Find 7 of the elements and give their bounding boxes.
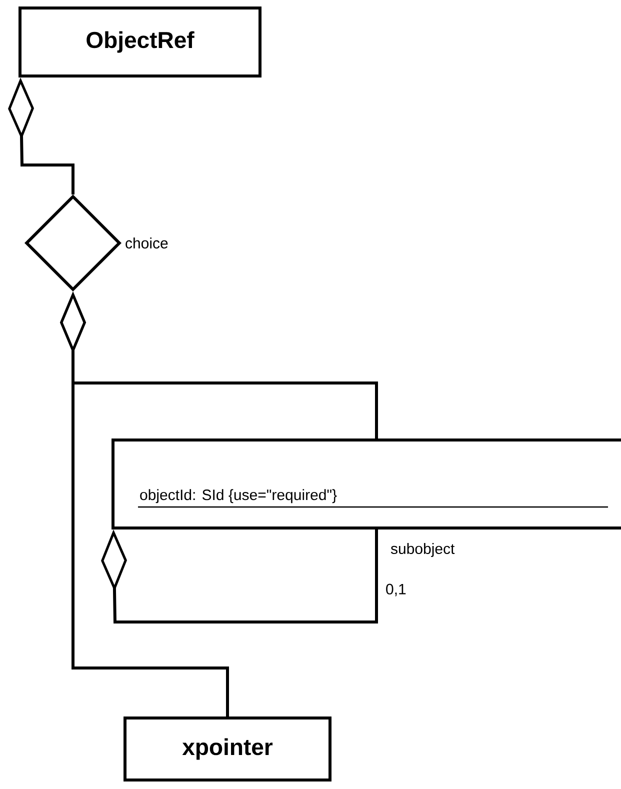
aggregation-line — [101, 530, 378, 624]
multiplicity-label: 0,1 — [386, 584, 406, 596]
class-box: objectId: SId {use="required"} — [112, 438, 621, 530]
class-box: xpointer — [124, 716, 332, 782]
class-box: ObjectRef — [18, 6, 262, 78]
diamond-label: choice — [126, 238, 168, 248]
edge-label: subobject — [390, 542, 456, 558]
